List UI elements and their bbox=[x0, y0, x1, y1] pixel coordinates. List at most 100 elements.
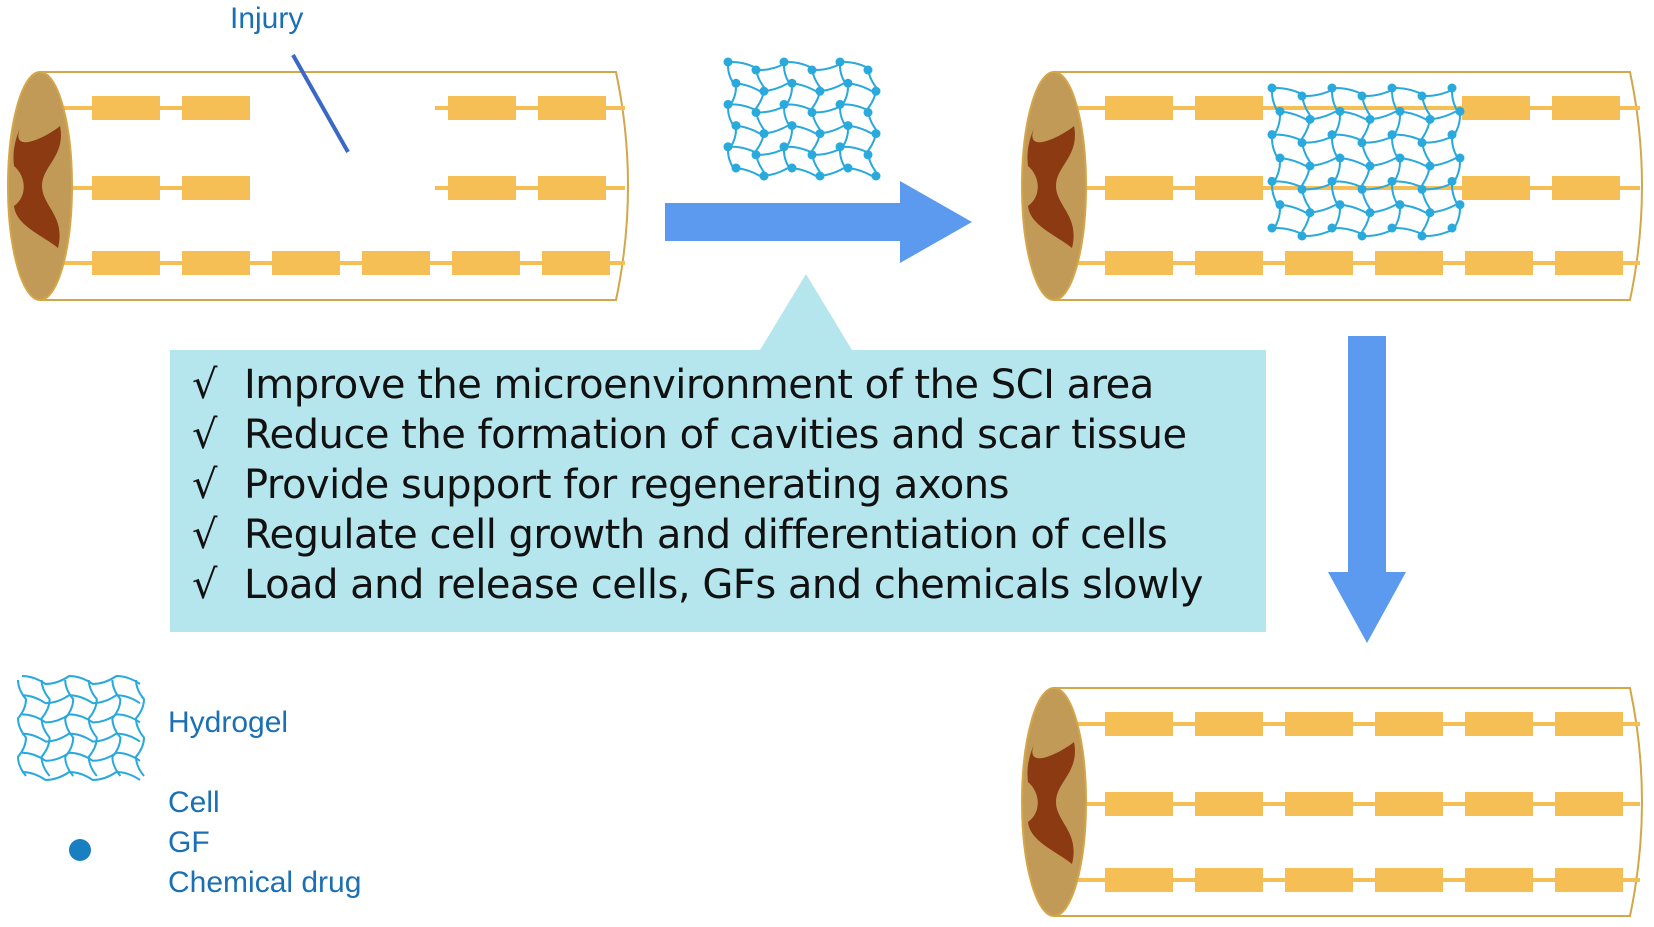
hydrogel-strand bbox=[16, 679, 28, 777]
myelin-segment bbox=[1105, 712, 1173, 736]
hydrogel-node bbox=[863, 107, 873, 117]
myelin-segment bbox=[1462, 176, 1530, 200]
check-icon: √ bbox=[192, 462, 218, 508]
hydrogel-node bbox=[759, 171, 769, 181]
hydrogel-node bbox=[1425, 114, 1435, 124]
check-icon: √ bbox=[192, 412, 218, 458]
hydrogel-node bbox=[779, 99, 789, 109]
hydrogel-node bbox=[1327, 130, 1337, 140]
hydrogel-node bbox=[779, 142, 789, 152]
myelin-segment bbox=[1285, 251, 1353, 275]
hydrogel-node bbox=[787, 78, 797, 88]
hydrogel-node bbox=[779, 57, 789, 67]
benefit-item: √ Reduce the formation of cavities and sc… bbox=[192, 410, 1266, 460]
legend-chemical-drug-label: Chemical drug bbox=[168, 866, 362, 899]
hydrogel-strand bbox=[111, 679, 122, 777]
hydrogel-node bbox=[1365, 161, 1375, 171]
gray-matter-icon bbox=[1027, 742, 1075, 864]
legend-hydrogel-icon bbox=[16, 674, 146, 782]
hydrogel-node bbox=[871, 171, 881, 181]
hydrogel-node bbox=[1297, 231, 1307, 241]
hydrogel-node bbox=[1305, 208, 1315, 218]
hydrogel-node bbox=[1275, 200, 1285, 210]
myelin-segment bbox=[1195, 96, 1263, 120]
myelin-segment bbox=[1195, 792, 1263, 816]
hydrogel-node bbox=[871, 129, 881, 139]
hydrogel-node bbox=[759, 86, 769, 96]
hydrogel-node bbox=[751, 65, 761, 75]
hydrogel-node bbox=[1425, 208, 1435, 218]
benefit-text: Reduce the formation of cavities and sca… bbox=[244, 412, 1187, 458]
legend-dot-icon bbox=[69, 839, 91, 861]
hydrogel-node bbox=[1267, 176, 1277, 186]
myelin-segment bbox=[1375, 251, 1443, 275]
injury-label: Injury bbox=[230, 2, 304, 35]
hydrogel-node bbox=[1327, 83, 1337, 93]
hydrogel-node bbox=[1417, 138, 1427, 148]
myelin-segment bbox=[92, 251, 160, 275]
myelin-segment bbox=[1465, 712, 1533, 736]
hydrogel-node bbox=[807, 107, 817, 117]
myelin-segment bbox=[1105, 868, 1173, 892]
myelin-segment bbox=[1375, 712, 1443, 736]
hydrogel-node bbox=[1297, 138, 1307, 148]
hydrogel-node bbox=[1305, 161, 1315, 171]
hydrogel-strand bbox=[21, 713, 141, 724]
hydrogel-node bbox=[1267, 223, 1277, 233]
myelin-segment bbox=[362, 251, 430, 275]
hydrogel-node bbox=[1447, 223, 1457, 233]
spinal-cord-with-hydrogel bbox=[1021, 71, 1643, 301]
injury-pointer bbox=[291, 54, 350, 153]
hydrogel-node bbox=[1275, 153, 1285, 163]
myelin-segment bbox=[92, 176, 160, 200]
hydrogel-strand bbox=[40, 679, 51, 777]
gray-matter-icon bbox=[1027, 126, 1075, 248]
hydrogel-node bbox=[815, 86, 825, 96]
myelin-segment bbox=[1285, 868, 1353, 892]
check-icon: √ bbox=[192, 362, 218, 408]
hydrogel-node bbox=[751, 150, 761, 160]
hydrogel-node bbox=[1305, 114, 1315, 124]
hydrogel-strand bbox=[21, 674, 141, 686]
myelin-segment bbox=[542, 251, 610, 275]
regenerated-spinal-cord bbox=[1021, 687, 1643, 917]
hydrogel-node bbox=[1387, 176, 1397, 186]
benefit-item: √Load and release cells, GFs and chemica… bbox=[192, 560, 1266, 610]
benefit-item: √Provide support for regenerating axons bbox=[192, 460, 1266, 510]
myelin-segment bbox=[1552, 176, 1620, 200]
hydrogel-node bbox=[1335, 153, 1345, 163]
hydrogel-node bbox=[835, 57, 845, 67]
hydrogel-node bbox=[843, 78, 853, 88]
hydrogel-node bbox=[1357, 91, 1367, 101]
hydrogel-node bbox=[731, 121, 741, 131]
hydrogel-strand bbox=[21, 751, 141, 762]
myelin-segment bbox=[1465, 792, 1533, 816]
hydrogel-node bbox=[1357, 184, 1367, 194]
hydrogel-strand bbox=[87, 679, 98, 777]
myelin-segment bbox=[1195, 712, 1263, 736]
gray-matter-icon bbox=[13, 126, 61, 248]
myelin-segment bbox=[1195, 868, 1263, 892]
myelin-segment bbox=[1285, 792, 1353, 816]
hydrogel-node bbox=[787, 121, 797, 131]
hydrogel-node bbox=[835, 99, 845, 109]
myelin-segment bbox=[452, 251, 520, 275]
hydrogel-strand bbox=[21, 732, 141, 743]
myelin-segment bbox=[448, 96, 516, 120]
hydrogel-node bbox=[1455, 153, 1465, 163]
hydrogel-node bbox=[843, 163, 853, 173]
hydrogel-node bbox=[815, 171, 825, 181]
legend-cell-label: Cell bbox=[168, 786, 220, 819]
hydrogel-node bbox=[1417, 91, 1427, 101]
myelin-segment bbox=[1375, 792, 1443, 816]
myelin-segment bbox=[1105, 96, 1173, 120]
benefit-item: √Improve the microenvironment of the SCI… bbox=[192, 360, 1266, 410]
hydrogel-strand bbox=[21, 770, 141, 782]
myelin-segment bbox=[1462, 96, 1530, 120]
hydrogel-node bbox=[1395, 200, 1405, 210]
hydrogel-node bbox=[807, 150, 817, 160]
myelin-segment bbox=[1555, 712, 1623, 736]
benefit-item: √Regulate cell growth and differentiatio… bbox=[192, 510, 1266, 560]
